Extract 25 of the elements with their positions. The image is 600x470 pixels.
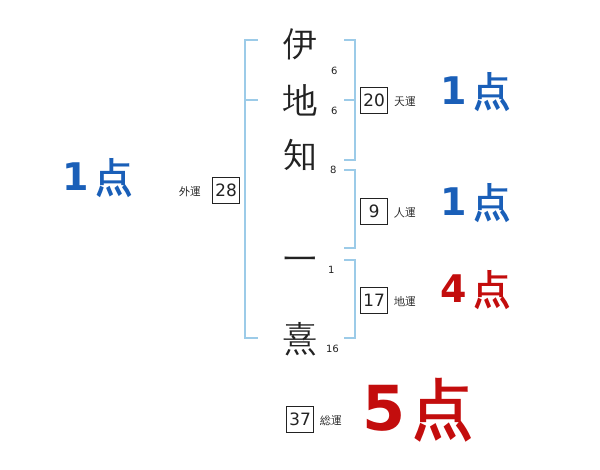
fortune-label: 人運 xyxy=(394,207,416,218)
fortune-label: 外運 xyxy=(179,186,201,197)
fortune-label: 総運 xyxy=(320,415,342,426)
number-box: 9 xyxy=(360,198,388,225)
name-character: 地 xyxy=(283,84,317,118)
number-box: 20 xyxy=(360,87,388,114)
stroke-count: 6 xyxy=(331,67,338,77)
stroke-count: 16 xyxy=(326,345,339,355)
name-character: 伊 xyxy=(283,27,317,61)
name-character: 知 xyxy=(283,138,317,172)
stroke-count: 1 xyxy=(328,266,334,276)
name-character: 熹 xyxy=(283,322,317,356)
score-text: 1点 xyxy=(440,183,516,221)
score-text: 5点 xyxy=(362,378,480,440)
name-character: 一 xyxy=(283,243,317,277)
stroke-count: 6 xyxy=(331,107,338,117)
number-box: 28 xyxy=(212,177,240,204)
score-text: 1点 xyxy=(440,72,516,110)
number-box: 37 xyxy=(286,406,314,433)
score-text: 1点 xyxy=(62,158,138,196)
number-box: 17 xyxy=(360,287,388,314)
stroke-count: 8 xyxy=(330,166,336,176)
fortune-label: 地運 xyxy=(394,296,416,307)
fortune-label: 天運 xyxy=(394,96,416,107)
score-text: 4点 xyxy=(440,270,516,308)
